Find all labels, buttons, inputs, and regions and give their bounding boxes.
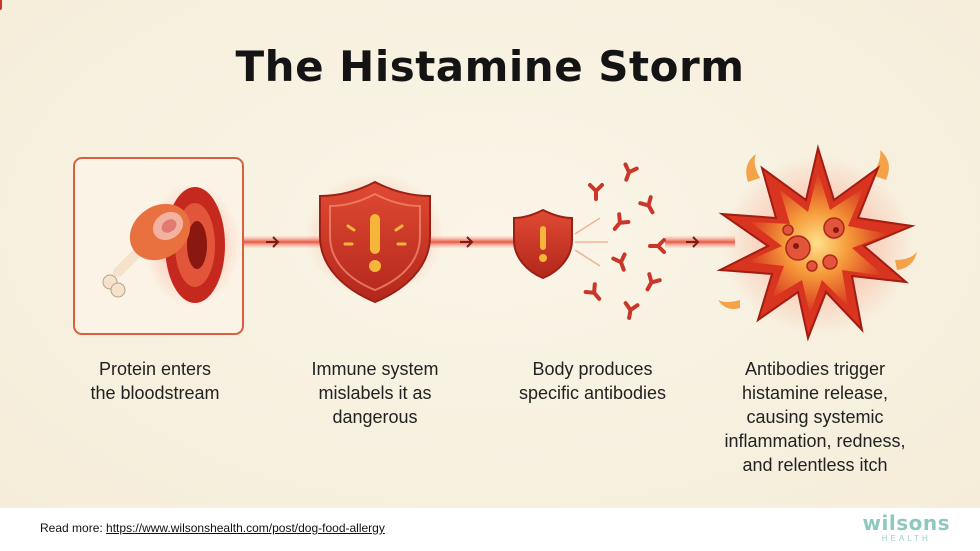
histamine-flow-diagram — [0, 0, 917, 342]
brand-logo[interactable]: wilsons HEALTH — [863, 512, 950, 544]
brand-sub: HEALTH — [881, 534, 931, 543]
caption-line: inflammation, redness, — [724, 431, 906, 451]
caption-line: dangerous — [332, 407, 418, 427]
step1-caption: Protein enters the bloodstream — [70, 357, 240, 405]
read-more-link[interactable]: https://www.wilsonshealth.com/post/dog-f… — [106, 521, 385, 535]
caption-line: causing systemic — [746, 407, 884, 427]
brand-name: wilsons — [862, 511, 950, 535]
meat-drumstick-icon — [102, 203, 191, 298]
beam-3 — [665, 236, 735, 248]
step3-antibodies-icon — [0, 0, 666, 320]
step4-caption: Antibodies trigger histamine release, ca… — [700, 357, 930, 477]
beam-2 — [430, 236, 520, 248]
antibody-icon — [0, 0, 2, 10]
caption-line: and relentless itch — [742, 455, 888, 475]
beam-1 — [235, 236, 325, 248]
step2-caption: Immune system mislabels it as dangerous — [290, 357, 460, 429]
step2-shield-icon — [305, 173, 445, 304]
caption-line: mislabels it as — [318, 383, 432, 403]
caption-line: the bloodstream — [90, 383, 220, 403]
footer-bar: Read more: https://www.wilsonshealth.com… — [0, 508, 980, 551]
arrow-icons — [266, 236, 700, 248]
caption-line: Antibodies trigger — [744, 359, 886, 379]
step4-explosion-icon — [716, 144, 917, 342]
caption-line: Immune system — [311, 359, 439, 379]
exclamation-icon — [369, 214, 381, 272]
page-title: The Histamine Storm — [235, 42, 745, 91]
read-more-label: Read more: — [40, 521, 103, 535]
caption-line: Body produces — [532, 359, 653, 379]
caption-line: Protein enters — [98, 359, 212, 379]
connector-beams — [235, 236, 735, 248]
cell-cluster-icon — [782, 217, 845, 272]
read-more: Read more: https://www.wilsonshealth.com… — [40, 521, 385, 535]
caption-line: specific antibodies — [518, 383, 667, 403]
arrow-right-icon — [686, 236, 700, 248]
arrow-right-icon — [266, 236, 280, 248]
step1-protein-icon — [73, 157, 244, 335]
step3-caption: Body produces specific antibodies — [500, 357, 685, 405]
caption-line: histamine release, — [741, 383, 889, 403]
diagram-canvas: The Histamine Storm — [0, 0, 980, 508]
arrow-right-icon — [460, 236, 474, 248]
